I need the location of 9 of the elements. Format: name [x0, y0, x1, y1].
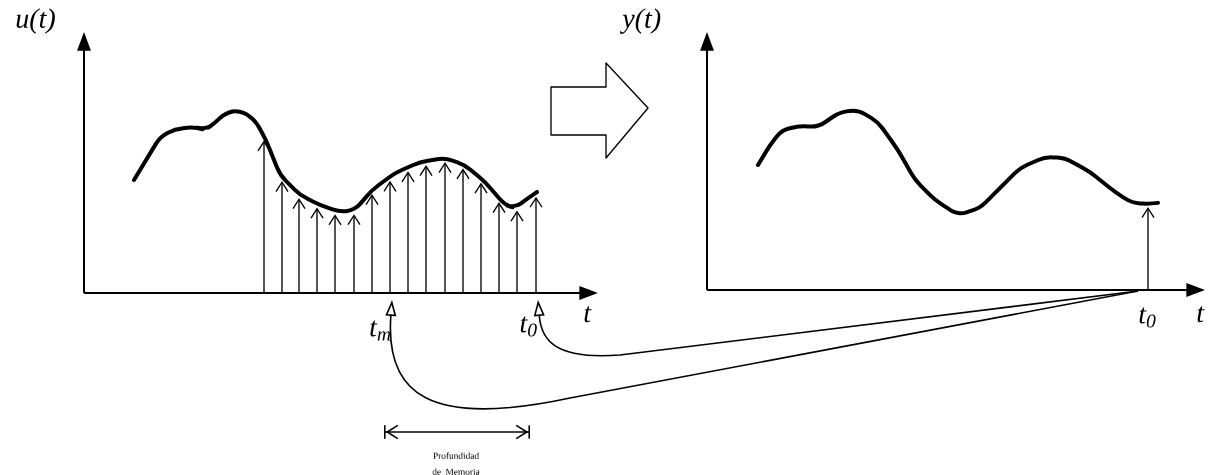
- time-label: t$_{0}$: [1139, 307, 1156, 328]
- time-label: t$_{m}$: [370, 320, 391, 341]
- axis-label: t: [584, 306, 592, 323]
- axis-label: t: [1197, 306, 1205, 323]
- axis-label: y(t): [619, 8, 661, 34]
- time-label: t$_{0}$: [520, 316, 537, 337]
- curved-arrow: [385, 290, 1139, 410]
- memory-depth-label: Profundidad de Memoria: [432, 452, 480, 475]
- axis-label: u(t): [16, 8, 55, 34]
